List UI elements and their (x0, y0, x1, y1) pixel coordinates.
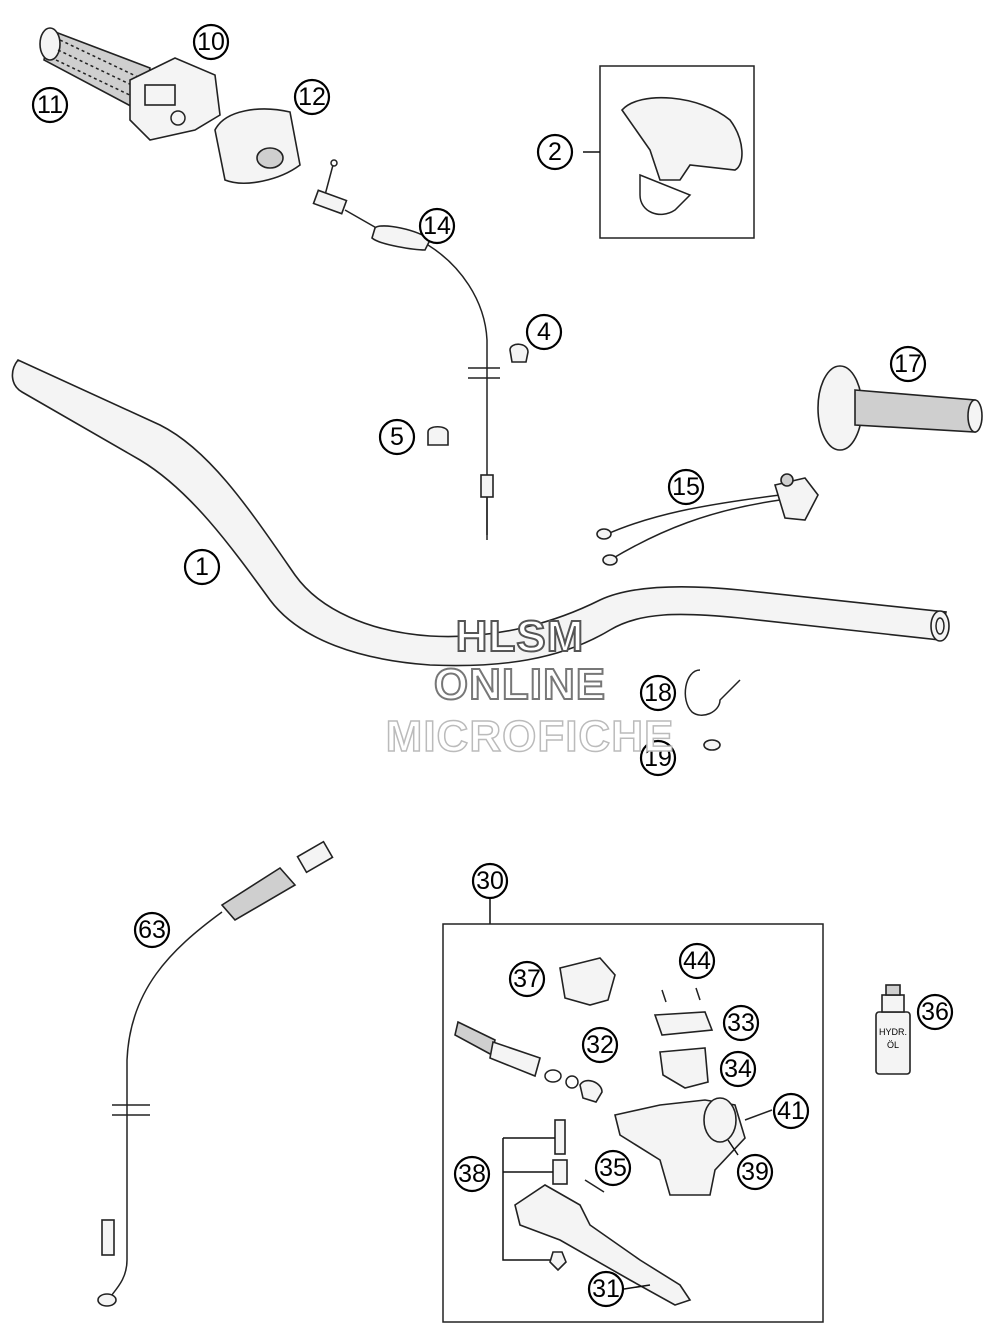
callout-18: 18 (639, 674, 677, 712)
callout-12: 12 (293, 78, 331, 116)
callout-31: 31 (587, 1270, 625, 1308)
handlebar (11, 359, 950, 667)
svg-text:12: 12 (298, 83, 326, 111)
brake-lever (514, 1184, 692, 1306)
throttle-grip (39, 27, 151, 114)
clamp-bolt (744, 1109, 773, 1121)
return-spring (584, 1179, 605, 1193)
callout-63: 63 (133, 911, 171, 949)
callout-1: 1 (183, 548, 221, 586)
brake-master-cylinder-box (442, 898, 824, 1323)
handguard-kit-box (583, 65, 755, 239)
hydraulic-oil-bottle: HYDR. ÖL (875, 984, 911, 1075)
callout-41: 41 (772, 1092, 810, 1130)
callout-32: 32 (581, 1026, 619, 1064)
svg-text:41: 41 (777, 1097, 805, 1125)
svg-text:44: 44 (683, 947, 711, 975)
callout-38: 38 (453, 1155, 491, 1193)
callout-14: 14 (418, 207, 456, 245)
svg-text:37: 37 (513, 965, 541, 993)
svg-text:32: 32 (586, 1031, 614, 1059)
callout-15: 15 (667, 468, 705, 506)
callout-33: 33 (722, 1004, 760, 1042)
callout-30: 30 (471, 862, 509, 900)
cable-tie (684, 669, 741, 716)
watermark-line3: MICROFICHE (385, 711, 675, 762)
svg-text:35: 35 (599, 1154, 627, 1182)
svg-text:19: 19 (644, 744, 672, 772)
callout-11: 11 (31, 86, 69, 124)
callout-17: 17 (889, 345, 927, 383)
svg-text:5: 5 (390, 423, 404, 451)
throttle-cable (312, 159, 500, 540)
callout-44: 44 (678, 942, 716, 980)
svg-text:2: 2 (548, 138, 562, 166)
callout-35: 35 (594, 1149, 632, 1187)
leader-39 (727, 1139, 739, 1156)
pivot-parts (502, 1119, 568, 1272)
callout-36: 36 (916, 993, 954, 1031)
callout-5: 5 (378, 418, 416, 456)
master-cylinder-body (614, 1097, 746, 1196)
svg-text:18: 18 (644, 679, 672, 707)
callout-10: 10 (192, 23, 230, 61)
reservoir-cap (559, 957, 616, 1006)
svg-text:10: 10 (197, 28, 225, 56)
bottle-label-line1: HYDR. (879, 1027, 907, 1037)
watermark-line2: ONLINE (433, 659, 607, 710)
brake-hose (97, 840, 334, 1307)
svg-text:1: 1 (195, 553, 209, 581)
throttle-cover (214, 108, 301, 184)
svg-text:30: 30 (476, 867, 504, 895)
svg-text:36: 36 (921, 998, 949, 1026)
svg-text:39: 39 (741, 1158, 769, 1186)
cable-clip (427, 425, 449, 446)
callout-2: 2 (536, 133, 574, 171)
callout-37: 37 (508, 960, 546, 998)
svg-text:34: 34 (724, 1055, 752, 1083)
leader-31 (623, 1284, 651, 1290)
svg-text:33: 33 (727, 1009, 755, 1037)
svg-text:38: 38 (458, 1160, 486, 1188)
kill-switch (596, 473, 819, 566)
svg-text:31: 31 (592, 1275, 620, 1303)
svg-text:4: 4 (537, 318, 551, 346)
piston-assembly (454, 1020, 603, 1103)
cable-cap (509, 343, 529, 363)
callout-39: 39 (736, 1153, 774, 1191)
svg-text:11: 11 (37, 91, 63, 119)
svg-text:63: 63 (138, 916, 166, 944)
cover-screw (661, 987, 701, 1003)
svg-text:15: 15 (672, 473, 700, 501)
throttle-housing (129, 57, 221, 141)
reservoir-plate (653, 1011, 714, 1036)
watermark-line1: HLSM (455, 611, 585, 662)
right-grip (817, 365, 983, 451)
callout-34: 34 (719, 1050, 757, 1088)
diaphragm (659, 1047, 709, 1089)
callout-4: 4 (525, 313, 563, 351)
svg-text:14: 14 (423, 212, 451, 240)
bottle-label-line2: ÖL (887, 1040, 899, 1050)
callout-19: 19 (639, 739, 677, 777)
svg-text:17: 17 (894, 350, 922, 378)
nut (703, 739, 721, 751)
